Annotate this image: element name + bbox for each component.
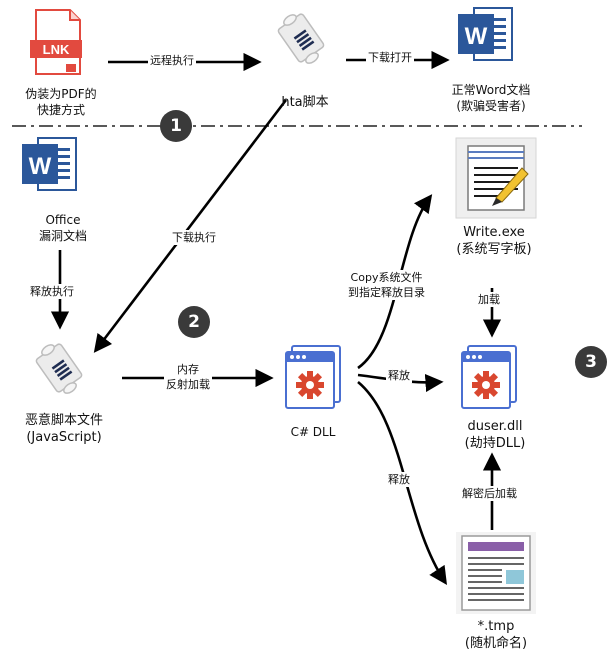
office-doc-icon: W	[21, 137, 77, 191]
edge-label-load: 加载	[476, 292, 502, 307]
hta-script-icon	[276, 11, 326, 67]
office-label-line1: Office	[45, 213, 81, 227]
lnk-label-line1: 伪装为PDF的	[25, 87, 97, 101]
script-label-line2: (JavaScript)	[26, 430, 102, 445]
word-top-label-line2: (欺骗受害者)	[456, 99, 526, 113]
malicious-script-icon	[34, 341, 84, 397]
tmp-label-line2: (随机命名)	[464, 636, 528, 651]
edge-label-memory: 内存 反射加载	[164, 362, 212, 392]
edge-label-download-open: 下载打开	[366, 50, 414, 65]
word-top-label-line1: 正常Word文档	[451, 83, 531, 97]
duser-label-line2: (劫持DLL)	[464, 436, 526, 451]
office-icon-text: W	[29, 153, 52, 180]
hta-label: hta脚本	[281, 95, 329, 110]
word-top-icon-text: W	[465, 23, 488, 50]
write-label: Write.exe (系统写字板)	[432, 224, 556, 258]
write-label-line2: (系统写字板)	[456, 242, 532, 257]
word-top-label: 正常Word文档 (欺骗受害者)	[436, 82, 546, 114]
script-label-line1: 恶意脚本文件	[24, 413, 103, 428]
duser-dll-icon	[461, 345, 517, 409]
office-label: Office 漏洞文档	[18, 212, 108, 244]
stage-badge-1: 1	[160, 110, 192, 142]
edge-label-memory-line2: 反射加载	[166, 378, 210, 391]
edge-label-download-exec: 下载执行	[170, 230, 218, 245]
stage-badge-2: 2	[178, 306, 210, 338]
write-exe-icon	[455, 137, 537, 219]
word-doc-icon-top: W	[457, 7, 513, 61]
write-label-line1: Write.exe	[463, 225, 525, 240]
lnk-label: 伪装为PDF的 快捷方式	[16, 86, 106, 118]
stage-badge-3: 3	[575, 346, 607, 378]
edge-label-copy-line1: Copy系统文件	[350, 271, 423, 284]
edge-download-exec	[93, 99, 288, 353]
tmp-label-line1: *.tmp	[477, 619, 515, 634]
office-label-line2: 漏洞文档	[38, 229, 87, 243]
edge-label-decrypt-load: 解密后加载	[460, 486, 519, 501]
csharp-dll-icon	[285, 345, 341, 409]
duser-label: duser.dll (劫持DLL)	[440, 418, 550, 452]
edge-label-memory-line1: 内存	[177, 363, 199, 376]
edge-label-release-mid: 释放	[386, 368, 412, 383]
lnk-icon-text: LNK	[43, 42, 70, 57]
csdll-label: C# DLL	[290, 425, 336, 439]
edge-label-copy-line2: 到指定释放目录	[348, 286, 425, 299]
edge-label-release-exec: 释放执行	[28, 284, 76, 299]
tmp-label: *.tmp (随机命名)	[436, 618, 556, 652]
lnk-file-icon: LNK	[30, 9, 82, 75]
edge-label-copy: Copy系统文件 到指定释放目录	[346, 270, 427, 300]
lnk-label-line2: 快捷方式	[36, 103, 85, 117]
duser-label-line1: duser.dll	[467, 419, 523, 434]
tmp-file-icon	[456, 532, 536, 614]
script-label: 恶意脚本文件 (JavaScript)	[4, 412, 124, 446]
edge-label-release-low: 释放	[386, 472, 412, 487]
edge-label-remote-exec: 远程执行	[148, 53, 196, 68]
